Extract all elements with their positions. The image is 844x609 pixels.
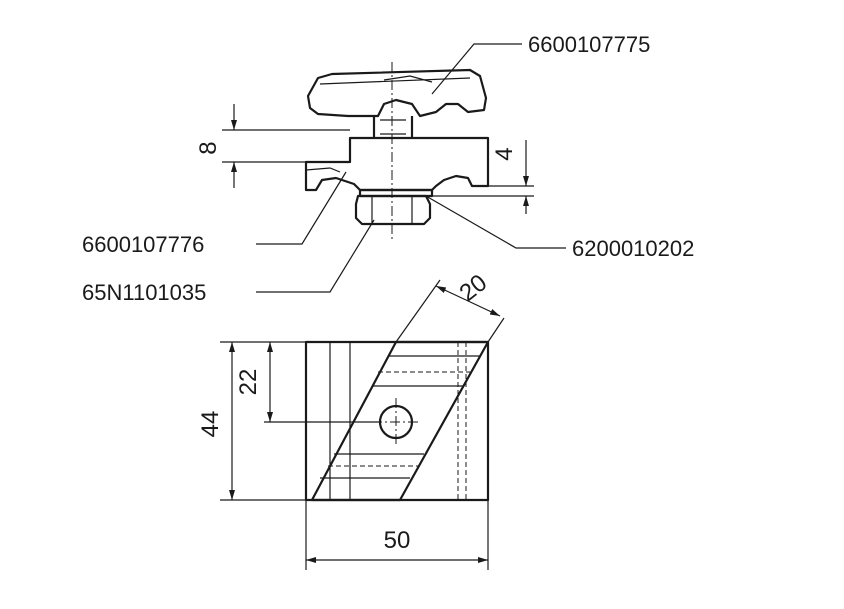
- hex-nut-part: [354, 194, 432, 226]
- dimension-gap: 4: [432, 140, 534, 214]
- label-washer: 6200010202: [572, 236, 694, 261]
- top-view: [304, 340, 490, 502]
- label-t-slot-nut: 6600107776: [82, 232, 204, 257]
- dimension-label-22: 22: [235, 369, 262, 396]
- screw-shank: [372, 116, 414, 138]
- dimension-height: 44: [197, 341, 306, 501]
- leader-t-slot-nut: 6600107776: [82, 171, 347, 257]
- label-top-clamp: 6600107775: [528, 32, 650, 57]
- dimension-label-8: 8: [195, 141, 222, 154]
- slanted-nut: [310, 340, 490, 502]
- leader-washer: 6200010202: [425, 195, 694, 261]
- block-outline: [304, 340, 490, 502]
- dimension-width: 50: [305, 500, 489, 570]
- label-screw: 65N1101035: [82, 280, 206, 305]
- dimension-label-4: 4: [491, 147, 518, 160]
- top-clamp-part: [306, 68, 488, 118]
- side-view: [304, 62, 490, 240]
- dimension-label-44: 44: [197, 411, 224, 438]
- leader-top-clamp: 6600107775: [431, 32, 650, 95]
- t-slot-nut-part: [304, 136, 490, 192]
- dimension-label-50: 50: [384, 527, 411, 554]
- leader-screw: 65N1101035: [82, 219, 375, 305]
- dimension-half-height: 22: [235, 342, 380, 423]
- dimension-height-top: 8: [195, 104, 350, 188]
- dimension-diagonal: 20: [395, 269, 505, 343]
- dimension-label-20: 20: [455, 269, 493, 307]
